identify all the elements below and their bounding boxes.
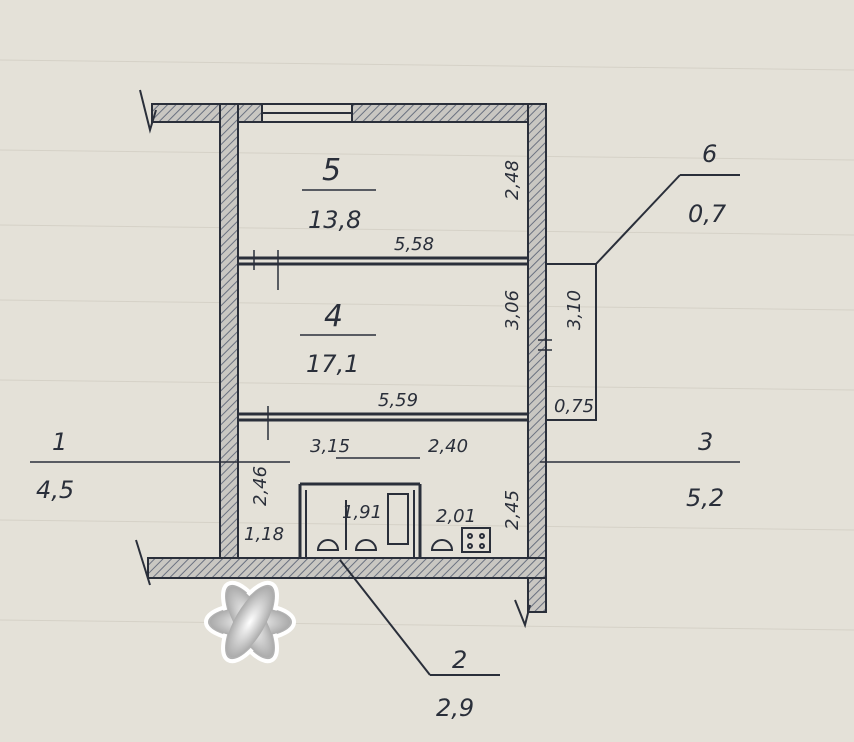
watermark-flower-icon — [204, 580, 296, 664]
room-1-area: 4,5 — [36, 476, 74, 504]
leader-lines — [30, 189, 740, 463]
room-1-number: 1 — [52, 428, 67, 456]
closet-6 — [545, 174, 740, 421]
bathtub — [387, 493, 409, 545]
dim-entry-width: 1,18 — [244, 524, 284, 545]
room-labels: 5 13,8 4 17,1 6 0,7 1 4,5 3 5,2 2 2,9 — [36, 140, 727, 722]
room-5-area: 13,8 — [308, 206, 361, 234]
dim-room5-width: 5,58 — [394, 234, 434, 255]
dim-wc-width: 1,91 — [342, 502, 382, 523]
dim-room4-height-a: 3,06 — [502, 290, 523, 330]
dimension-labels: 5,58 5,59 2,48 3,06 3,10 0,75 3,15 2,40 … — [244, 160, 594, 545]
room-2-number: 2 — [452, 646, 467, 674]
toilet-2 — [354, 539, 378, 551]
partitions — [238, 256, 528, 558]
toilet-1 — [316, 539, 340, 551]
dim-room5-height: 2,48 — [502, 160, 523, 200]
dim-corridor-a: 3,15 — [310, 436, 350, 457]
dim-corridor-b: 2,40 — [428, 436, 468, 457]
stove — [461, 527, 491, 553]
room-6-area: 0,7 — [688, 200, 727, 228]
right-wall — [527, 103, 547, 613]
dim-room4-width: 5,59 — [378, 390, 418, 411]
dim-room4-height-b: 3,10 — [564, 290, 585, 330]
sink-kitchen — [430, 539, 454, 551]
room-4-area: 17,1 — [306, 350, 359, 378]
room-6-number: 6 — [702, 140, 717, 168]
room-5-number: 5 — [322, 153, 341, 188]
fixtures — [316, 493, 500, 676]
paper-texture — [0, 59, 854, 631]
room-3-number: 3 — [698, 428, 713, 456]
dim-closet-width: 0,75 — [554, 396, 594, 417]
dim-corridor-height: 2,46 — [250, 466, 271, 506]
left-wall — [219, 103, 239, 559]
dim-kitchen-width: 2,01 — [436, 506, 476, 527]
dim-bath-height: 2,45 — [502, 490, 523, 530]
room-2-area: 2,9 — [436, 694, 474, 722]
room-3-area: 5,2 — [686, 484, 724, 512]
room-4-number: 4 — [324, 299, 343, 334]
break-marks — [135, 89, 531, 629]
